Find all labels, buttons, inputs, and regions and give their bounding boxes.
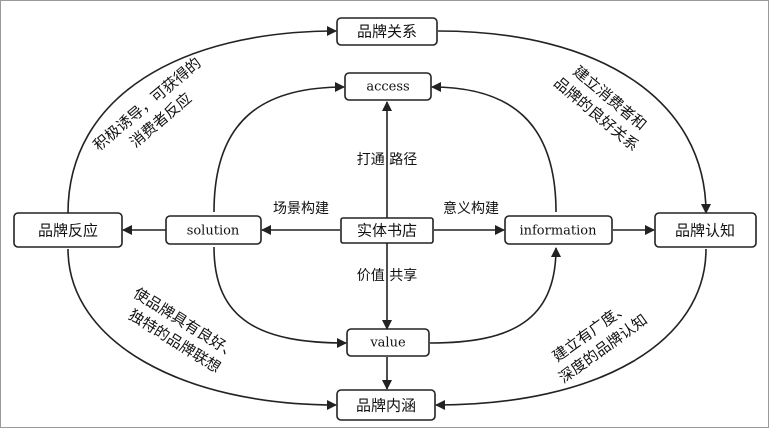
node-brand-connotation-label: 品牌内涵: [356, 397, 416, 415]
node-bookstore: 实体书店: [340, 217, 434, 244]
edge-relation-to-cognition: [437, 30, 711, 214]
node-bookstore-label: 实体书店: [357, 222, 417, 240]
edge-solution-to-value: [213, 246, 347, 348]
edge-label-meaning-build: 意义构建: [443, 200, 499, 217]
edge-information-to-access: [431, 82, 557, 213]
node-solution-label: solution: [187, 224, 240, 239]
edge-label-value-share: 价值 共享: [357, 267, 417, 284]
edge-value-to-information: [429, 247, 561, 344]
node-value-label: value: [369, 336, 406, 351]
edge-cognition-to-connotation: [435, 248, 707, 410]
node-brand-relation: 品牌关系: [336, 17, 438, 46]
node-brand-relation-label: 品牌关系: [357, 23, 417, 41]
node-brand-response-label: 品牌反应: [38, 222, 98, 240]
node-brand-cognition-label: 品牌认知: [675, 222, 735, 240]
node-brand-cognition: 品牌认知: [654, 212, 757, 248]
node-brand-connotation: 品牌内涵: [336, 389, 436, 421]
edge-solution-to-access: [213, 82, 345, 213]
edge-response-to-relation: [67, 26, 337, 214]
node-access: access: [344, 72, 432, 101]
node-information: information: [504, 215, 613, 245]
node-information-label: information: [519, 224, 597, 239]
node-brand-response: 品牌反应: [13, 212, 123, 248]
edge-label-open-path: 打通 路径: [357, 151, 417, 168]
curve-label-top-right: 建立消费者和 品牌的良好关系: [550, 62, 650, 155]
curve-label-bottom-right: 建立有广度、 深度的品牌认知: [549, 298, 651, 387]
node-solution: solution: [165, 215, 262, 245]
edge-label-scene-build: 场景构建: [273, 201, 329, 217]
node-access-label: access: [366, 80, 409, 95]
node-value: value: [346, 328, 430, 357]
curve-label-bottom-left: 使品牌具有良好、 独特的品牌联想: [125, 284, 241, 377]
edge-response-to-connotation: [67, 248, 337, 410]
